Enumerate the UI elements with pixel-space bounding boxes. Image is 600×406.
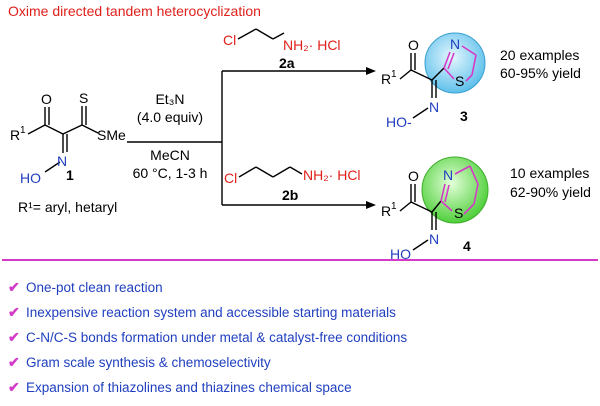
compound-number-4: 4 [463,238,471,254]
highlight-item: ✔ Inexpensive reaction system and accessi… [8,304,396,321]
highlight-text: Inexpensive reaction system and accessib… [26,305,396,320]
p3-atom-r1-sup: 1 [391,69,397,80]
p4-atom-r1-sup: 1 [391,201,397,212]
product-3-ring-bonds [443,45,477,82]
reaction-arrows [127,70,366,206]
substituent-definition: R¹= aryl, hetaryl [18,199,117,215]
p4-atom-n-ring: N [443,167,453,183]
p3-atom-n-ring: N [450,36,460,52]
reactant-1-structure [27,106,99,173]
reagent-2b-chain [238,166,303,178]
condition-base: Et₃N [155,91,184,107]
compound-number-2a: 2a [279,55,295,71]
condition-temp-time: 60 °C, 1-3 h [133,165,208,181]
reagent-2a-cl: Cl [223,32,236,48]
product-3-structure [399,53,445,119]
p4-atom-o: O [408,168,419,184]
compound-number-1: 1 [66,167,74,183]
compound-number-2b: 2b [282,187,298,203]
atom-o: O [41,91,52,107]
product-4-examples: 10 examples [510,165,589,181]
condition-solvent: MeCN [150,147,190,163]
reagent-2a-chain [237,28,285,40]
highlight-text: Expansion of thiazolines and thiazines c… [26,380,352,395]
reagent-2a-amine: NH₂· HCl [283,37,341,53]
check-icon: ✔ [8,379,20,395]
arrowhead-top [366,67,376,75]
p3-atom-ho: HO- [386,114,412,130]
check-icon: ✔ [8,304,20,320]
product-4-ring-bonds [440,165,479,215]
p3-atom-n-oxime: N [429,99,439,115]
p4-atom-s-ring: S [454,205,463,221]
highlight-item: ✔ One-pot clean reaction [8,279,163,296]
p3-atom-o: O [408,37,419,53]
check-icon: ✔ [8,329,20,345]
atom-n-oxime: N [57,153,67,169]
p4-atom-n-oxime: N [429,231,439,247]
arrowhead-bottom [366,201,376,209]
product-4-yield: 62-90% yield [510,184,591,200]
highlight-item: ✔ C-N/C-S bonds formation under metal & c… [8,329,407,346]
highlight-item: ✔ Gram scale synthesis & chemoselectivity [8,354,271,371]
atom-r1: R [10,127,20,143]
p3-atom-r1: R [381,71,391,87]
highlight-item: ✔ Expansion of thiazolines and thiazines … [8,379,352,396]
compound-number-3: 3 [460,108,468,124]
product-4-structure [399,184,442,251]
p4-atom-ho: HO [390,246,411,262]
product-3-examples: 20 examples [500,47,579,63]
reagent-2b-cl: Cl [224,170,237,186]
p3-atom-s-ring: S [455,73,464,89]
highlight-text: C-N/C-S bonds formation under metal & ca… [26,330,408,345]
scheme-title: Oxime directed tandem heterocyclization [8,3,261,19]
reagent-2b-amine: NH₂· HCl [303,167,361,183]
check-icon: ✔ [8,354,20,370]
product-3-yield: 60-95% yield [500,65,581,81]
highlight-text: One-pot clean reaction [26,280,163,295]
p4-atom-r1: R [381,203,391,219]
atom-sme: SMe [97,127,126,143]
check-icon: ✔ [8,279,20,295]
condition-equiv: (4.0 equiv) [137,109,203,125]
highlight-text: Gram scale synthesis & chemoselectivity [26,355,271,370]
reaction-scheme: Oxime directed tandem heterocyclization … [2,3,598,262]
atom-r1-sup: 1 [20,125,26,136]
atom-s: S [79,90,88,106]
atom-ho: HO [20,170,41,186]
